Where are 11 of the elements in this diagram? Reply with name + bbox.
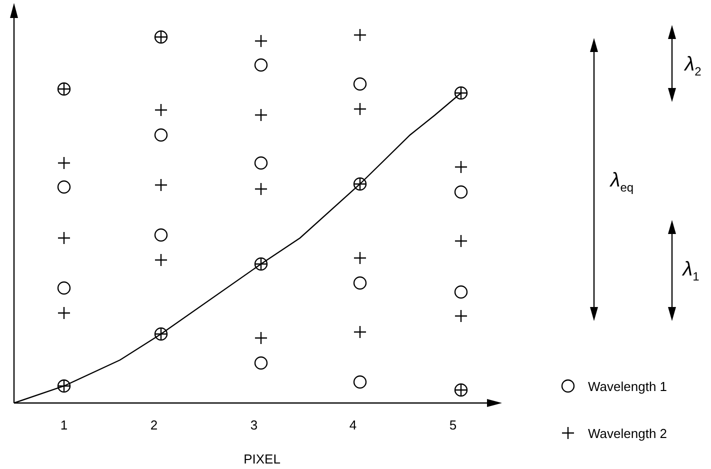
- legend-text: Wavelength 2: [588, 426, 668, 440]
- tick-label: 4: [349, 418, 357, 432]
- axis-title: PIXEL: [244, 452, 280, 466]
- wavelength-label: λ$_{eq}$: [610, 170, 634, 194]
- tick-label: 2: [150, 418, 158, 432]
- tick-label: 1: [60, 418, 68, 432]
- legend-text: Wavelength 1: [588, 378, 668, 394]
- tick-label: 3: [250, 418, 258, 432]
- wavelength-label: λ$_{1}$: [682, 258, 700, 284]
- tick-label: 5: [449, 418, 457, 432]
- wavelength-label: λ$_{2}$: [684, 54, 702, 78]
